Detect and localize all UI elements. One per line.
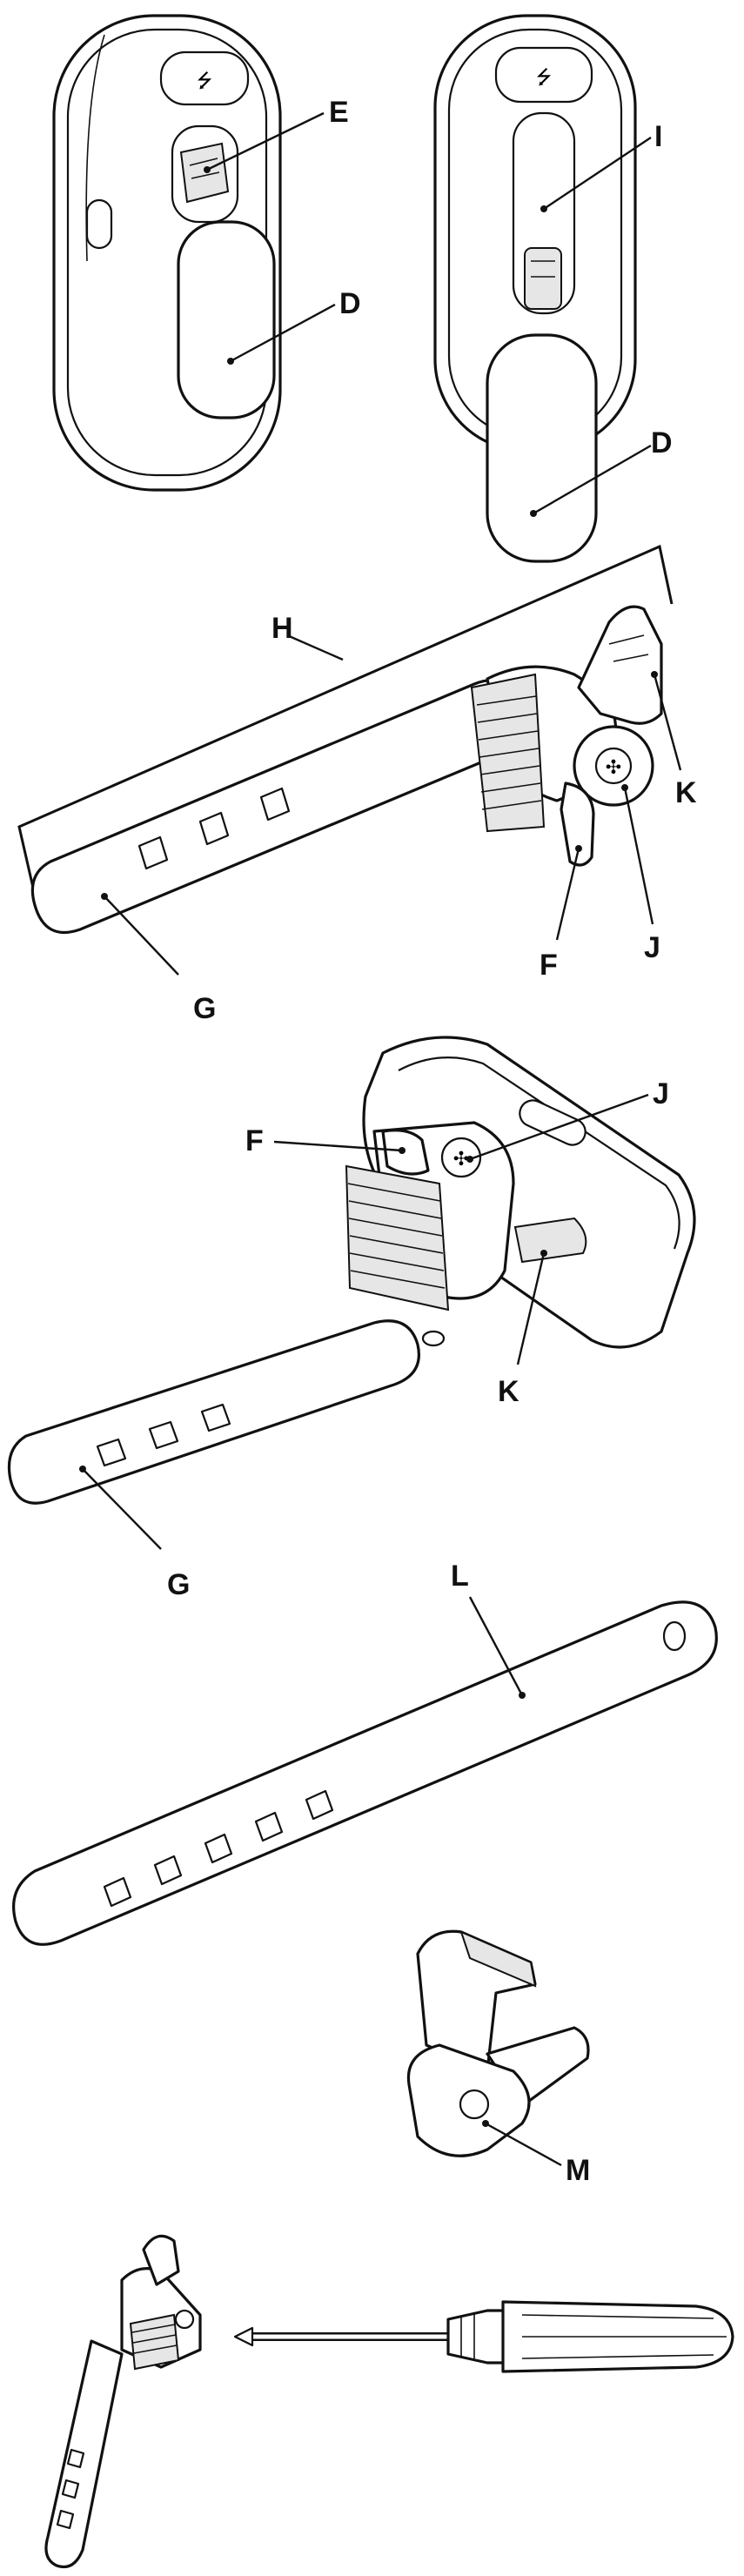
light-body-front-view: ⭍ E D: [52, 14, 361, 492]
hook-part-m: M: [406, 1929, 590, 2187]
usb-connector-e: [179, 142, 230, 204]
strap-hole: [61, 2479, 80, 2499]
rubber-cover-open: [486, 333, 598, 563]
plug-detail: [531, 260, 555, 278]
light-housing-side: [362, 1036, 696, 1349]
collar-rings: [460, 2313, 475, 2360]
label-k1: K: [675, 776, 697, 809]
strap-hole: [254, 1811, 284, 1842]
label-h: H: [271, 612, 293, 645]
hook-k2: [513, 1217, 587, 1264]
leader-line: [533, 444, 652, 515]
leader-line: [623, 787, 654, 925]
label-k2: K: [498, 1375, 519, 1408]
label-f1: F: [540, 949, 558, 982]
leader-line: [230, 303, 336, 363]
strap-end-hole: [662, 1620, 687, 1652]
small-screw: [174, 2309, 195, 2330]
leader-line: [273, 1140, 403, 1152]
label-g2: G: [167, 1568, 190, 1601]
label-l: L: [451, 1560, 469, 1593]
usb-port-top-open: [494, 46, 593, 104]
strap-hole: [66, 2448, 85, 2469]
leader-line: [555, 848, 580, 941]
small-grip-ribs: [131, 2324, 178, 2354]
rubber-cover-d: [177, 220, 276, 419]
screw-cross-icon: ✣: [606, 757, 621, 779]
leader-line: [206, 111, 325, 171]
usb-port-cover-top: [159, 50, 250, 106]
label-d-open: D: [651, 426, 673, 460]
strap-hole: [259, 787, 291, 822]
strap-hole: [137, 835, 169, 870]
usb-symbol-icon: ⭍: [197, 70, 212, 92]
connector-detail: [189, 158, 220, 179]
leader-line: [516, 1252, 546, 1365]
lever-f2: [381, 1129, 430, 1176]
leader-line: [543, 137, 652, 210]
leader-line: [468, 1596, 524, 1696]
screwdriver: [233, 2300, 734, 2373]
screwdriver-collar: [446, 2309, 506, 2365]
hook-hole: [459, 2089, 490, 2120]
strap-hole: [148, 1420, 179, 1450]
strap-mount-assembly: H ✣ K J F G: [17, 544, 697, 1025]
strap-hole: [204, 1833, 233, 1864]
strap-pin: [421, 1330, 446, 1347]
strap-hole: [198, 811, 230, 846]
usb-plug: [524, 247, 562, 310]
label-j2: J: [653, 1077, 669, 1110]
bracket-h: [17, 544, 674, 889]
strap-hole: [103, 1876, 132, 1908]
leader-line: [286, 634, 344, 661]
label-f2: F: [245, 1124, 264, 1157]
label-m: M: [566, 2154, 590, 2187]
grip-ribs: [476, 695, 542, 810]
leader-line: [485, 2122, 562, 2167]
strap-hole: [305, 1789, 334, 1821]
strap-hole: [96, 1438, 127, 1467]
side-button-icon: [85, 198, 113, 250]
hook-detail: [608, 634, 649, 662]
housing-edge: [398, 1057, 680, 1250]
label-g1: G: [193, 992, 216, 1025]
leader-line: [82, 1468, 162, 1550]
leader-line: [469, 1093, 649, 1161]
screw-head-j2: [440, 1137, 482, 1178]
hook-lip: [459, 1930, 537, 1988]
label-d-front: D: [339, 287, 361, 320]
handle-flutes: [521, 2314, 727, 2359]
mounted-light-assembly: ✣ F J K G: [7, 1036, 696, 1601]
grip-ribs-2: [347, 1183, 446, 1289]
screw-cross-icon: ✣: [453, 1149, 469, 1171]
usb-symbol-icon: ⭍: [536, 67, 552, 89]
strap-hole: [56, 2509, 75, 2530]
loose-strap-l: L: [12, 1560, 718, 1946]
lever-f: [560, 782, 595, 867]
small-grip: [129, 2313, 180, 2371]
label-j1: J: [644, 931, 660, 964]
strap-hole: [200, 1403, 231, 1432]
leader-line: [653, 674, 682, 771]
small-mount-with-strap: [44, 2234, 202, 2569]
light-body-open-view: ⭍ I D: [433, 14, 673, 563]
housing-slot: [519, 1099, 586, 1146]
strap-l-body: [12, 1600, 718, 1946]
screw-head-j: [594, 747, 633, 785]
strap-hole: [153, 1855, 183, 1886]
label-i: I: [654, 120, 662, 153]
screwdriver-tip: [233, 2326, 254, 2347]
small-hook: [142, 2234, 180, 2286]
label-e: E: [329, 96, 349, 129]
leader-line: [104, 896, 179, 976]
